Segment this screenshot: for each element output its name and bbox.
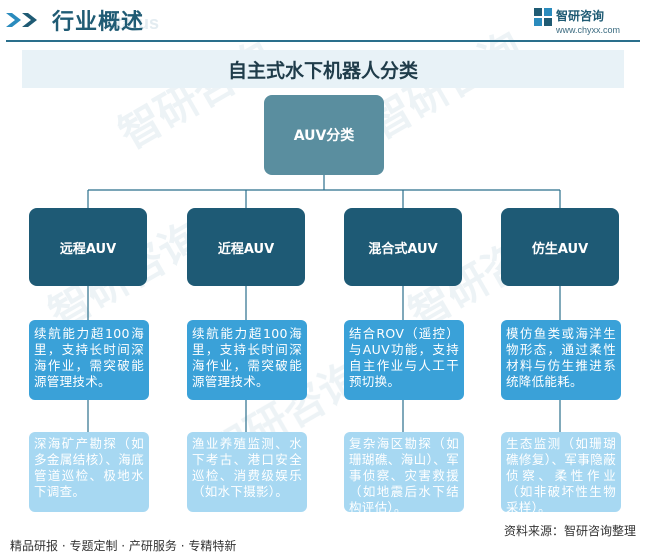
- header-english-watermark: status: [106, 13, 160, 33]
- category-node-bionic: 仿生AUV: [501, 208, 619, 286]
- footer-tagline: 精品研报 · 专题定制 · 产研服务 · 专精特新: [10, 539, 237, 553]
- source-note: 资料来源：智研咨询整理: [503, 524, 636, 538]
- description-node-long-range: 续航能力超100海里，支持长时间深海作业，需突破能源管理技术。: [29, 320, 149, 400]
- application-node-long-range: 深海矿产勘探（如多金属结核）、海底管道巡检、极地水下调查。: [29, 432, 149, 512]
- category-node-hybrid: 混合式AUV: [344, 208, 462, 286]
- page-header: status 行业概述 智研咨询 www.chyxx.com: [0, 0, 646, 42]
- description-node-bionic: 模仿鱼类或海洋生物形态，通过柔性材料与仿生推进系统降低能耗。: [501, 320, 621, 400]
- header-divider: [6, 40, 640, 42]
- section-title: 行业概述: [52, 10, 145, 35]
- diagram-title-bar: 自主式水下机器人分类: [22, 50, 624, 88]
- brand: 智研咨询 www.chyxx.com: [534, 6, 634, 40]
- application-node-hybrid: 复杂海区勘探（如珊瑚礁、海山）、军事侦察、灾害救援（如地震后水下结构评估）。: [344, 432, 464, 515]
- double-chevron-icon: [6, 13, 37, 27]
- brand-logo-icon: [534, 8, 552, 26]
- application-node-short-range: 渔业养殖监测、水下考古、港口安全巡检、消费级娱乐（如水下摄影）。: [187, 432, 307, 512]
- category-node-long-range: 远程AUV: [29, 208, 147, 286]
- application-node-bionic: 生态监测（如珊瑚礁修复）、军事隐蔽侦察、柔性作业（如非破坏性生物采样）。: [501, 432, 621, 515]
- description-node-short-range: 续航能力超100海里，支持长时间深海作业，需突破能源管理技术。: [187, 320, 307, 400]
- diagram-title: 自主式水下机器人分类: [227, 60, 418, 82]
- brand-url: www.chyxx.com: [556, 25, 621, 35]
- category-node-short-range: 近程AUV: [187, 208, 305, 286]
- root-node: AUV分类: [264, 95, 384, 175]
- description-node-hybrid: 结合ROV（遥控）与AUV功能，支持自主作业与人工干预切换。: [344, 320, 464, 400]
- brand-name: 智研咨询: [556, 9, 605, 23]
